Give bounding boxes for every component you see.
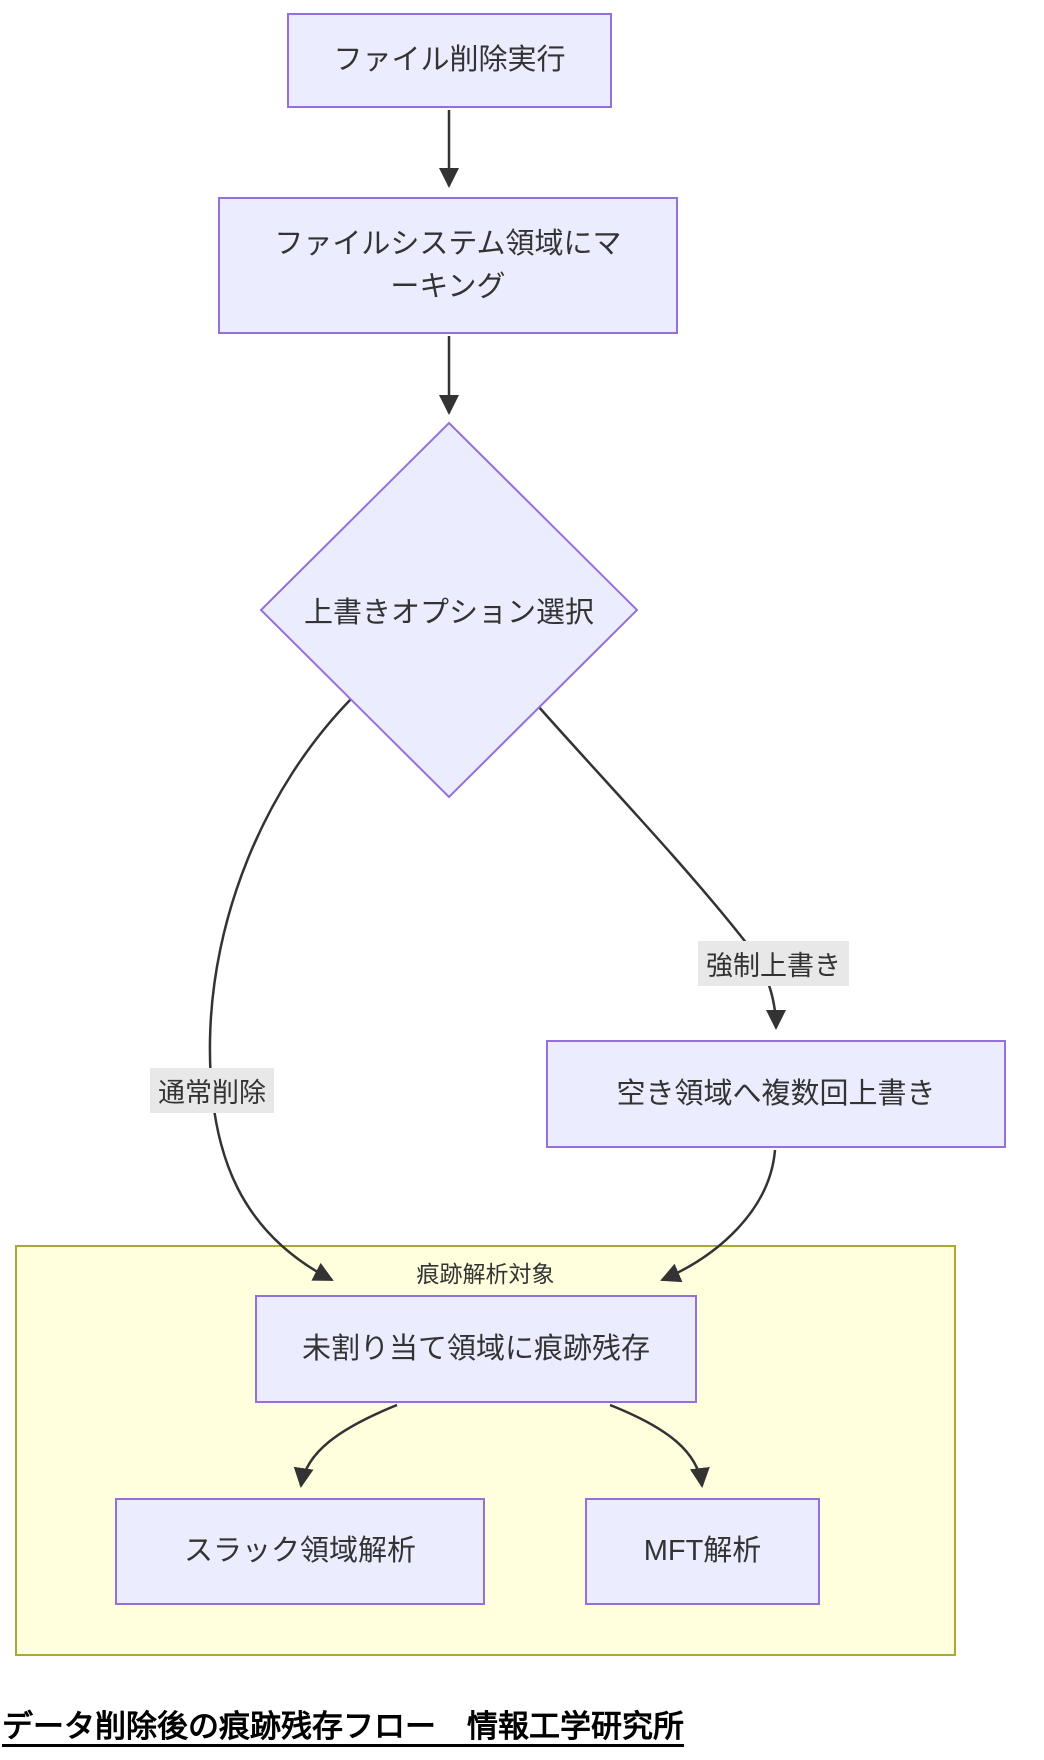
- node-slack: スラック領域解析: [115, 1498, 485, 1605]
- node-overwrite: 空き領域へ複数回上書き: [546, 1040, 1006, 1148]
- edge-trace-to-mft: [609, 1403, 710, 1488]
- node-decision: 上書きオプション選択: [259, 421, 639, 799]
- subgraph-title: 痕跡解析対象: [416, 1261, 555, 1287]
- edge-trace-to-slack: [293, 1403, 398, 1488]
- node-marking-label: ファイルシステム領域にマーキング: [274, 228, 622, 303]
- node-marking: ファイルシステム領域にマーキング: [218, 197, 678, 334]
- edge-label-force-overwrite: 強制上書き: [698, 941, 849, 986]
- node-file-delete-label: ファイル削除実行: [333, 44, 566, 77]
- edge-label-normal-delete: 通常削除: [150, 1068, 274, 1113]
- diagram-caption: データ削除後の痕跡残存フロー 情報工学研究所: [2, 1709, 684, 1744]
- decision-diamond-shape: [259, 421, 639, 799]
- node-mft-label: MFT解析: [643, 1535, 762, 1568]
- edge-decision-to-overwrite-force: [537, 705, 786, 1030]
- node-overwrite-label: 空き領域へ複数回上書き: [616, 1077, 936, 1110]
- edge-decision-to-trace-normal: [208, 697, 353, 1282]
- node-trace: 未割り当て領域に痕跡残存: [255, 1295, 697, 1403]
- node-mft: MFT解析: [585, 1498, 820, 1605]
- node-file-delete: ファイル削除実行: [287, 13, 612, 108]
- node-decision-label: 上書きオプション選択: [303, 597, 594, 629]
- edge-overwrite-to-trace: [660, 1149, 777, 1283]
- node-trace-label: 未割り当て領域に痕跡残存: [301, 1332, 650, 1365]
- node-slack-label: スラック領域解析: [183, 1535, 416, 1568]
